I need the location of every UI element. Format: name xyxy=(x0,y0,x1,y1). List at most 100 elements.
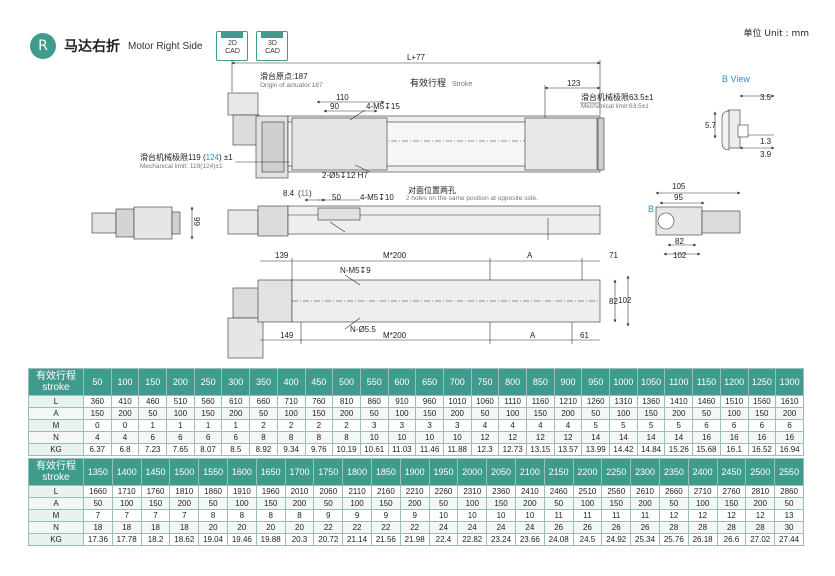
table-cell: 19.88 xyxy=(255,533,286,546)
table-cell: 22.4 xyxy=(428,533,459,546)
stroke-value: 2300 xyxy=(630,458,660,486)
table-cell: 2260 xyxy=(428,485,459,498)
table-cell: 100 xyxy=(572,497,603,510)
table-cell: 2 xyxy=(332,419,361,432)
stroke-value: 1500 xyxy=(169,458,200,486)
table-cell: 1 xyxy=(221,419,251,432)
table-cell: 8 xyxy=(276,431,306,444)
table-cell: 20.72 xyxy=(313,533,344,546)
stroke-value: 900 xyxy=(553,368,583,396)
table-cell: 10 xyxy=(428,509,459,522)
table-cell: 9 xyxy=(399,509,430,522)
table-cell: 24 xyxy=(514,521,545,534)
table-cell: 11 xyxy=(601,509,632,522)
stroke-value: 200 xyxy=(166,368,195,396)
table-cell: 1710 xyxy=(111,485,142,498)
table-cell: 1060 xyxy=(470,395,500,408)
table-cell: 16 xyxy=(747,431,777,444)
table-cell: 16.1 xyxy=(719,443,749,456)
cad-3d-button[interactable]: 3D CAD xyxy=(256,31,289,61)
stroke-header-cn: 有效行程 xyxy=(36,461,76,472)
row-label: N xyxy=(28,521,84,534)
table-cell: 25.76 xyxy=(658,533,689,546)
stroke-value: 2550 xyxy=(774,458,804,486)
table-cell: 14 xyxy=(609,431,638,444)
table-cell: 4 xyxy=(498,419,527,432)
table-cell: 150 xyxy=(601,497,632,510)
table-cell: 200 xyxy=(442,407,472,420)
stroke-en: Stroke xyxy=(452,81,472,88)
table-cell: 24 xyxy=(428,521,459,534)
technical-drawing: L+77 滑台原点:187 Origin of actuator:187 有效行… xyxy=(91,53,775,359)
table-cell: 200 xyxy=(284,497,315,510)
table-cell: 1360 xyxy=(636,395,666,408)
table-cell: 2010 xyxy=(284,485,315,498)
opposite-holes-cn: 对面位置两孔 xyxy=(408,185,456,195)
table-cell: 200 xyxy=(553,407,583,420)
table-cell: 200 xyxy=(110,407,140,420)
table-cell: 8 xyxy=(304,431,334,444)
table-cell: 200 xyxy=(399,497,430,510)
table-cell: 1160 xyxy=(526,395,555,408)
dim-overall-length: L+77 xyxy=(407,53,426,62)
table-cell: 8.92 xyxy=(249,443,278,456)
stroke-value: 950 xyxy=(581,368,611,396)
stroke-value: 1050 xyxy=(636,368,666,396)
table-cell: 26 xyxy=(572,521,603,534)
pin-hole: 2-Ø5↧12 H7 xyxy=(322,171,368,180)
stroke-value: 1400 xyxy=(111,458,142,486)
table-cell: 18.62 xyxy=(169,533,200,546)
table-cell: 50 xyxy=(543,497,574,510)
limit-right-en: Mechanical limit:63.5±1 xyxy=(581,103,649,110)
table-cell: 8.07 xyxy=(193,443,223,456)
table-cell: 2660 xyxy=(658,485,689,498)
stroke-value: 1350 xyxy=(83,458,113,486)
table-cell: 20 xyxy=(226,521,257,534)
table-cell: 13.57 xyxy=(553,443,583,456)
table-cell: 6.8 xyxy=(110,443,140,456)
row-label: L xyxy=(28,395,84,408)
stroke-value: 2000 xyxy=(457,458,488,486)
dim-8-4: 8.4 xyxy=(283,189,295,198)
table-cell: 8 xyxy=(226,509,257,522)
table-cell: 27.44 xyxy=(774,533,804,546)
table-cell: 1460 xyxy=(692,395,721,408)
table-cell: 21.14 xyxy=(342,533,372,546)
stroke-value: 500 xyxy=(332,368,361,396)
table-cell: 13.99 xyxy=(581,443,611,456)
table-cell: 360 xyxy=(83,395,112,408)
table-cell: 5 xyxy=(664,419,694,432)
table-cell: 9 xyxy=(370,509,401,522)
row-label: KG xyxy=(28,443,84,456)
b-view xyxy=(713,94,775,151)
table-cell: 150 xyxy=(415,407,444,420)
table-cell: 16 xyxy=(775,431,804,444)
hole-4m5-15: 4-M5↧15 xyxy=(366,102,400,111)
table-cell: 12.73 xyxy=(498,443,527,456)
stroke-value: 2150 xyxy=(543,458,574,486)
table-cell: 14 xyxy=(636,431,666,444)
top-view xyxy=(227,60,605,179)
table-cell: 2 xyxy=(304,419,334,432)
table-cell: 2760 xyxy=(716,485,747,498)
stroke-value: 300 xyxy=(221,368,251,396)
table-cell: 100 xyxy=(387,407,417,420)
cad-2d-button[interactable]: 2D CAD xyxy=(216,31,249,61)
table-cell: 200 xyxy=(169,497,200,510)
table-cell: 12 xyxy=(687,509,718,522)
dim-a-bottom: A xyxy=(530,331,536,340)
table-cell: 11 xyxy=(543,509,574,522)
table-cell: 50 xyxy=(138,407,168,420)
cad-3d-bottom: CAD xyxy=(265,48,280,55)
table-cell: 150 xyxy=(526,407,555,420)
table-cell: 0 xyxy=(83,419,112,432)
stroke-header-en: stroke xyxy=(42,382,70,393)
table-cell: 14.84 xyxy=(636,443,666,456)
table-cell: 4 xyxy=(526,419,555,432)
table-cell: 100 xyxy=(609,407,638,420)
row-label: A xyxy=(28,407,84,420)
